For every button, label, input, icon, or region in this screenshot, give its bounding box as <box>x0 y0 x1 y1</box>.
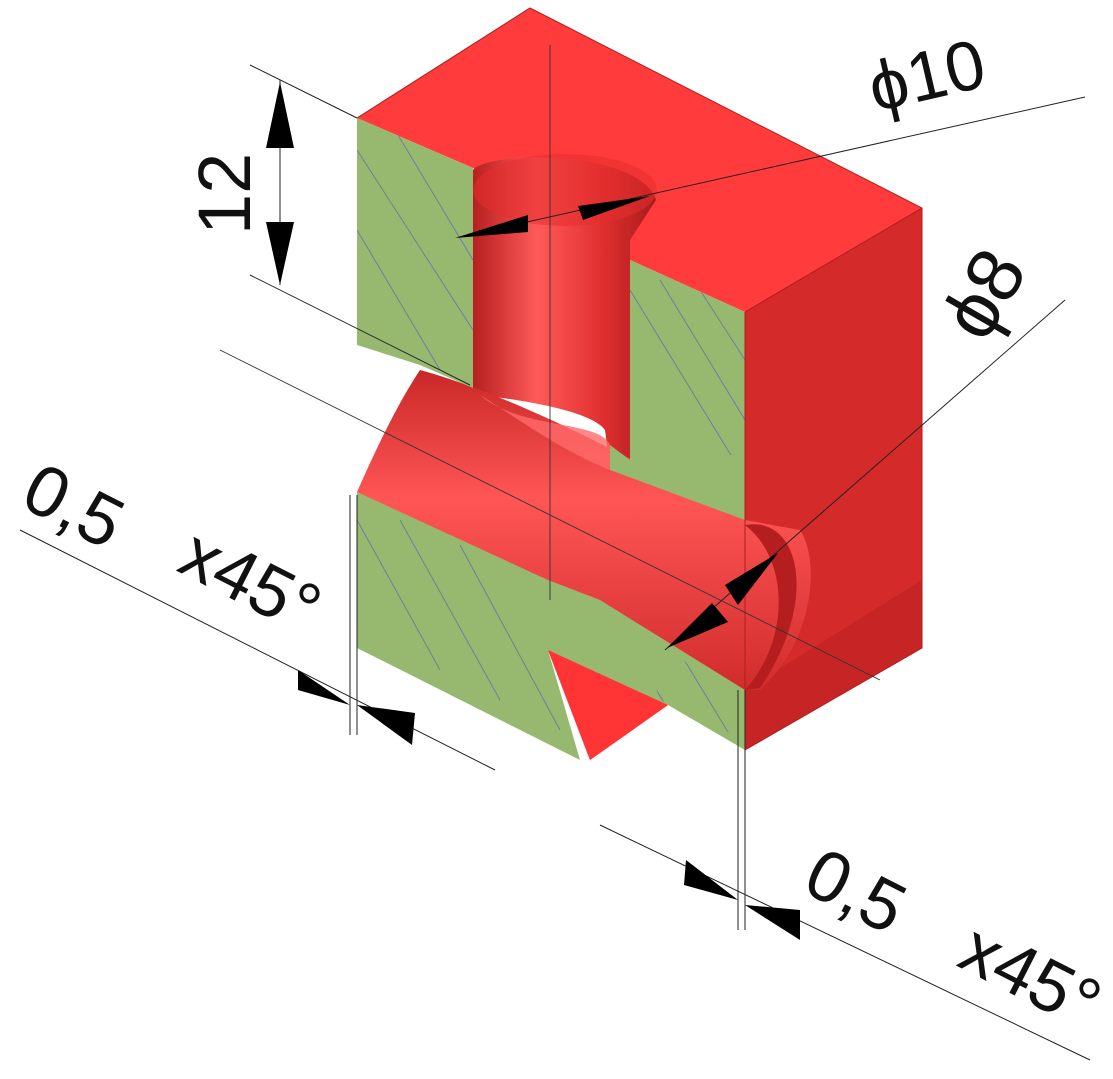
arrow-chamfer-right-a <box>684 860 738 900</box>
arrow-12-top <box>266 82 294 148</box>
top-face <box>357 8 922 312</box>
through-hole-surface <box>357 370 811 690</box>
label-chamfer-left-angle: x45° <box>168 513 333 650</box>
arrow-chamfer-left-b <box>357 705 415 745</box>
arrow-12-bottom <box>266 222 294 285</box>
bores <box>357 154 811 690</box>
arrow-chamfer-left-a <box>298 670 350 705</box>
label-chamfer-left-size: 0,5 <box>11 448 137 565</box>
section-lower-wedge <box>548 650 668 760</box>
section-lower <box>357 492 745 760</box>
label-phi10: ϕ10 <box>861 24 993 126</box>
section-upper-right <box>610 260 745 520</box>
section-upper-left <box>357 118 473 388</box>
dimension-lines <box>19 64 1091 1061</box>
label-12: 12 <box>183 153 266 235</box>
label-phi8: ϕ8 <box>924 234 1044 353</box>
horizontal-axis <box>219 349 881 681</box>
lower-bore-shadow <box>480 395 610 470</box>
arrow-phi8-upper <box>725 553 778 605</box>
counterbore-surface <box>473 157 656 468</box>
arrow-phi8-lower <box>667 603 728 648</box>
lower-right-rim <box>745 580 922 750</box>
arrowheads <box>266 82 800 940</box>
section-faces <box>357 118 745 760</box>
hole-exit-ring <box>745 524 797 690</box>
edges <box>356 7 923 751</box>
label-chamfer-right-size: 0,5 <box>793 833 919 950</box>
arrow-phi10-right <box>578 196 650 220</box>
arrow-phi10-left <box>455 215 528 238</box>
counterbore-rim <box>473 154 657 226</box>
center-lines <box>219 45 881 681</box>
arrow-chamfer-right-b <box>745 905 800 940</box>
label-chamfer-right-angle: x45° <box>948 908 1113 1045</box>
